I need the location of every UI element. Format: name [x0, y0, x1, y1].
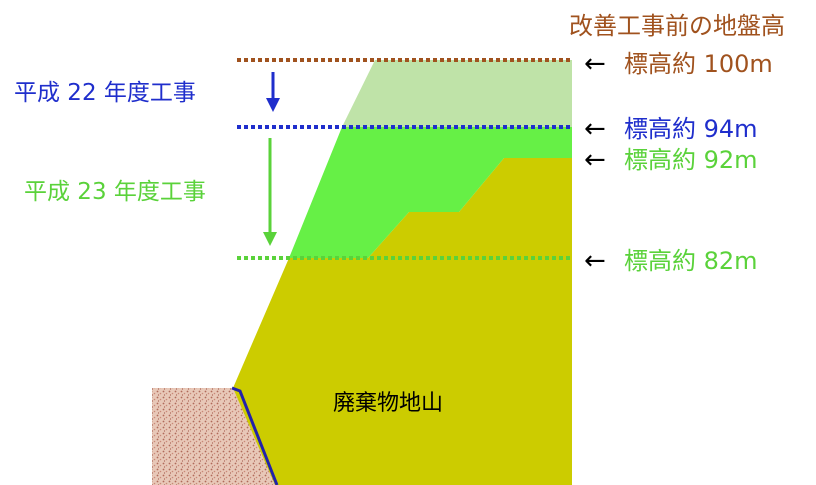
- elevation-label-94m: ← 標高約 94m: [584, 114, 758, 144]
- elevation-text-92m: 標高約 92m: [624, 146, 758, 174]
- phase1-label: 平成 22 年度工事: [14, 80, 196, 106]
- phase1-removal-zone: [342, 60, 572, 127]
- left-arrow-icon: ←: [584, 114, 606, 144]
- phase2-label: 平成 23 年度工事: [24, 179, 206, 205]
- left-arrow-icon: ←: [584, 49, 606, 79]
- elevation-text-82m: 標高約 82m: [624, 247, 758, 275]
- phase1-depth-arrow: [266, 72, 280, 112]
- slope-edge-line: [231, 386, 279, 485]
- waste-mound: [233, 158, 572, 485]
- elevation-label-82m: ← 標高約 82m: [584, 246, 758, 276]
- original-ground-title: 改善工事前の地盤高: [569, 12, 785, 40]
- elevation-label-100m: ← 標高約 100m: [584, 49, 773, 79]
- elevation-label-92m: ← 標高約 92m: [584, 145, 758, 175]
- left-arrow-icon: ←: [584, 246, 606, 276]
- elevation-text-100m: 標高約 100m: [624, 50, 773, 78]
- phase2-removal-zone: [289, 127, 572, 258]
- waste-mound-label: 廃棄物地山: [333, 391, 443, 416]
- left-arrow-icon: ←: [584, 145, 606, 175]
- elevation-text-94m: 標高約 94m: [624, 115, 758, 143]
- phase2-depth-arrow: [263, 138, 277, 246]
